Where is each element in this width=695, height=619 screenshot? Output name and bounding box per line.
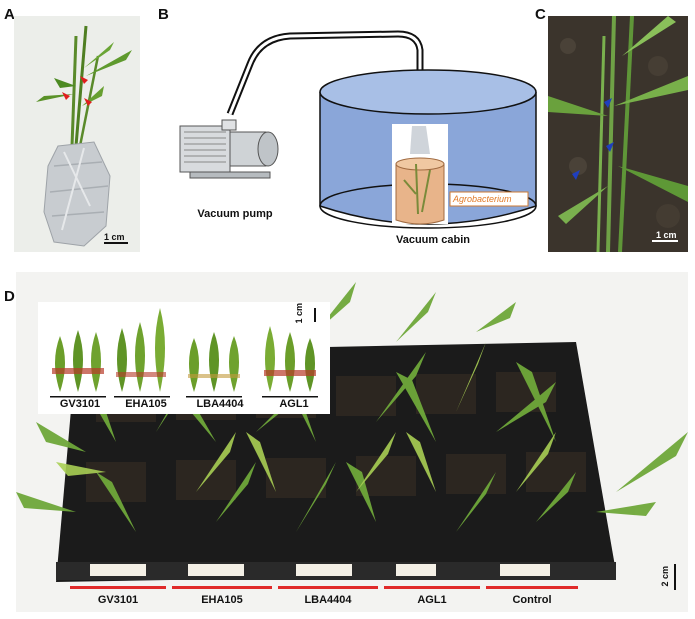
panel-c-scale-bar	[652, 240, 678, 242]
vacuum-pump-label: Vacuum pump	[197, 208, 273, 220]
inset-label-agl1: AGL1	[279, 398, 309, 410]
panel-a-photo	[14, 16, 140, 252]
panel-a-scale-bar	[104, 242, 128, 244]
panel-d-tray-illustration	[16, 272, 688, 612]
marker-red-1	[80, 76, 88, 84]
tray-label-control: Control	[512, 594, 552, 606]
marker-red-3	[84, 98, 92, 106]
tray-label-eha105: EHA105	[201, 594, 243, 606]
tray-label-agl1: AGL1	[417, 594, 447, 606]
agrobacterium-label: Agrobacterium	[453, 194, 512, 204]
vacuum-pump-icon	[179, 119, 279, 179]
vacuum-setup-diagram	[179, 30, 537, 229]
inset-label-eha105: EHA105	[125, 398, 167, 410]
panel-d-scale-label: 2 cm	[660, 566, 670, 587]
panel-b-letter: B	[158, 6, 169, 23]
tray-underline-lba4404	[278, 586, 378, 589]
panel-a-letter: A	[4, 6, 15, 23]
panel-c-photo	[548, 16, 688, 252]
inset-scale-bar	[314, 308, 316, 322]
leaf-inset	[38, 302, 330, 414]
panel-d-photo	[16, 272, 688, 612]
panel-d-scale-bar	[674, 564, 676, 590]
vacuum-cabin-label: Vacuum cabin	[396, 234, 470, 246]
inset-scale-label: 1 cm	[294, 303, 304, 324]
panel-c-scale-label: 1 cm	[656, 230, 677, 240]
tray-underline-agl1	[384, 586, 480, 589]
tray-underline-gv3101	[70, 586, 166, 589]
panel-a-scale-label: 1 cm	[104, 232, 125, 242]
inset-label-lba4404: LBA4404	[196, 398, 244, 410]
tray-label-lba4404: LBA4404	[304, 594, 352, 606]
inset-label-gv3101: GV3101	[59, 398, 101, 410]
marker-blue-2	[606, 142, 614, 152]
panel-c-letter: C	[535, 6, 546, 23]
leaf-inset-illustration	[38, 302, 330, 414]
tray-underline-control	[486, 586, 578, 589]
panel-d-letter: D	[4, 288, 15, 305]
panel-a-seedling-illustration	[14, 16, 140, 252]
tray-underline-eha105	[172, 586, 272, 589]
marker-blue-1	[604, 98, 612, 108]
marker-blue-3	[572, 170, 580, 180]
panel-c-plant-illustration	[548, 16, 688, 252]
tray-label-gv3101: GV3101	[97, 594, 139, 606]
marker-red-2	[62, 92, 70, 100]
vacuum-cabin-icon	[319, 69, 537, 229]
